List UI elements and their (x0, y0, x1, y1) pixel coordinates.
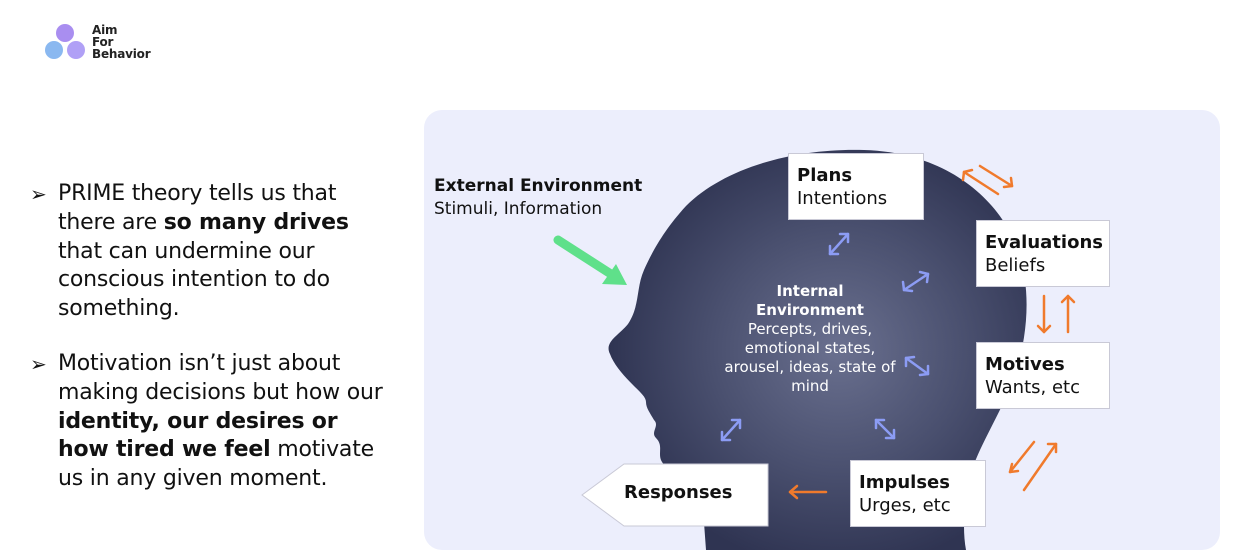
impulses-title: Impulses (859, 472, 950, 493)
evaluations-motives-arrows-icon (1036, 294, 1076, 334)
impulses-text: Urges, etc (859, 495, 951, 516)
responses-label: Responses (624, 482, 733, 503)
bullet-text: PRIME theory tells us that there are (58, 181, 337, 235)
internal-environment-title: Internal Environment (756, 282, 864, 319)
logo-line-1: Aim (92, 23, 118, 37)
external-environment-title: External Environment (434, 176, 643, 196)
plans-title: Plans (797, 165, 853, 186)
bullet-emphasis: so many drives (163, 209, 349, 235)
logo-line-3: Behavior (92, 47, 151, 61)
plans-box: Plans Intentions (788, 153, 924, 220)
motives-impulses-arrows-icon (1008, 440, 1058, 492)
plans-double-arrow-icon (828, 232, 850, 256)
bullet-text: Motivation isn’t just about making decis… (58, 350, 383, 405)
bullet-arrow-icon: ➢ (30, 182, 47, 206)
outer-arrows (788, 164, 1076, 500)
bullet-text: motivate us in any given moment. (58, 437, 374, 492)
responses-arrow-shape (581, 463, 769, 527)
logo-mark (45, 24, 85, 59)
internal-environment: Internal Environment Percepts, drives, e… (724, 282, 896, 396)
bullet-item: ➢ Motivation isn’t just about making dec… (30, 350, 390, 494)
diagram-panel: External Environment Stimuli, Informatio… (424, 110, 1220, 550)
impulses-responses-arrow-icon (788, 484, 828, 500)
diagram-graphics (553, 149, 1076, 550)
responses-double-arrow-icon (720, 418, 742, 442)
internal-environment-text: Percepts, drives, emotional states, arou… (724, 320, 896, 395)
plans-text: Intentions (797, 188, 888, 209)
motives-text: Wants, etc (985, 377, 1080, 398)
bullet-arrow-icon: ➢ (30, 351, 47, 376)
inner-arrows (720, 232, 930, 442)
logo-text: Aim For Behavior (92, 23, 151, 61)
bullet-list: ➢ PRIME theory tells us that there are s… (30, 180, 390, 520)
impulses-box: Impulses Urges, etc (850, 460, 986, 527)
evaluations-text: Beliefs (985, 255, 1046, 276)
plans-evaluations-arrows-icon (961, 164, 1014, 196)
inner-top-right-double-arrow-icon (901, 270, 930, 293)
motives-double-arrow-icon (904, 355, 930, 377)
external-environment-text: Stimuli, Information (434, 199, 603, 219)
bullet-text: that can undermine our conscious intenti… (58, 238, 330, 322)
external-arrow-icon (553, 235, 627, 285)
impulses-double-arrow-icon (874, 418, 896, 440)
bullet-emphasis: identity, our desires or how tired we fe… (58, 408, 338, 463)
evaluations-title: Evaluations (985, 232, 1103, 253)
evaluations-box: Evaluations Beliefs (976, 220, 1110, 287)
logo: Aim For Behavior (44, 22, 174, 64)
logo-line-2: For (92, 35, 114, 49)
bullet-item: ➢ PRIME theory tells us that there are s… (30, 180, 390, 324)
head-silhouette (608, 149, 1027, 550)
external-environment: External Environment Stimuli, Informatio… (434, 175, 642, 221)
motives-box: Motives Wants, etc (976, 342, 1110, 409)
motives-title: Motives (985, 354, 1065, 375)
